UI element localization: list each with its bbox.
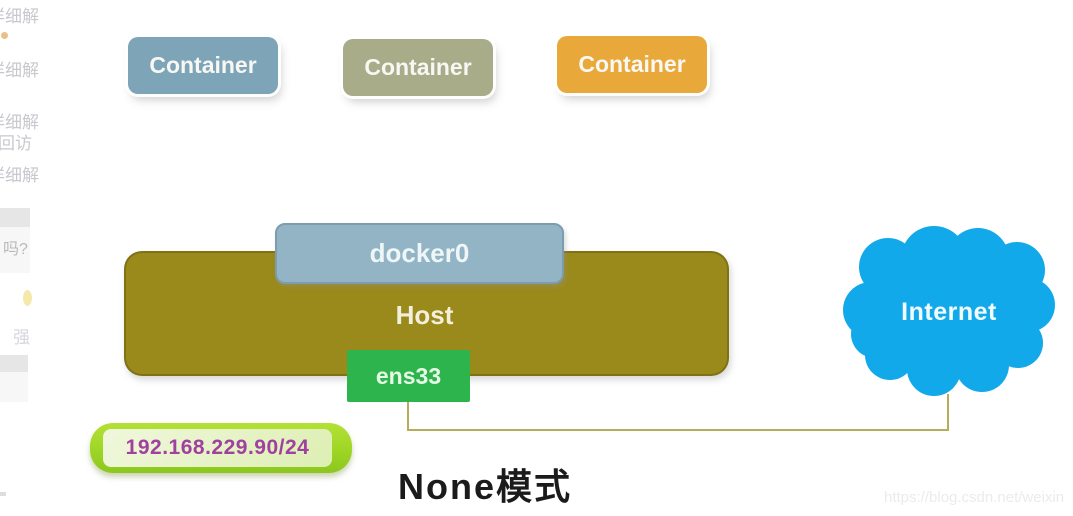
page-edge-fragment: 强	[13, 328, 30, 347]
diagram-title: None模式	[398, 466, 573, 507]
page-edge-strip	[0, 372, 28, 402]
ip-address-text: 192.168.229.90/24	[125, 436, 310, 459]
container-box-2: Container	[343, 39, 493, 96]
ens33-interface-box: ens33	[347, 350, 470, 402]
container-box-2-label: Container	[364, 54, 472, 80]
container-box-3-label: Container	[578, 51, 686, 77]
internet-cloud: Internet	[843, 226, 1055, 396]
page-edge-strip	[0, 208, 30, 227]
ip-address-pill: 192.168.229.90/24	[90, 423, 352, 473]
cloud-body	[863, 254, 1033, 360]
connector-line-horizontal	[407, 429, 949, 431]
internet-label: Internet	[901, 298, 997, 326]
watermark-url: https://blog.csdn.net/weixin	[884, 489, 1065, 506]
page-edge-fragment: 详细解	[0, 113, 39, 132]
docker0-bridge-box: docker0	[275, 223, 564, 284]
page-edge-crescent	[23, 290, 32, 306]
container-box-1-label: Container	[149, 52, 257, 78]
page-edge-fragment: 详细解	[0, 7, 39, 26]
connector-line-vertical-ens33	[407, 402, 409, 431]
connector-line-vertical-cloud	[947, 394, 949, 431]
ens33-label: ens33	[375, 362, 442, 389]
docker0-label: docker0	[369, 238, 470, 268]
page-edge-strip	[0, 355, 28, 372]
page-edge-dot	[1, 32, 8, 39]
host-label: Host	[395, 300, 454, 330]
container-box-3: Container	[557, 36, 707, 93]
page-edge-fragment: 吗?	[3, 241, 28, 258]
page-edge-fragment: 详细解	[0, 61, 39, 80]
page-edge-strip	[0, 227, 30, 273]
page-edge-fragment: 回访	[0, 134, 32, 153]
container-box-1: Container	[128, 37, 278, 94]
page-edge-fragment: 详细解	[0, 166, 39, 185]
page-edge-strip	[0, 492, 6, 496]
ip-address-pill-inner: 192.168.229.90/24	[103, 429, 332, 467]
